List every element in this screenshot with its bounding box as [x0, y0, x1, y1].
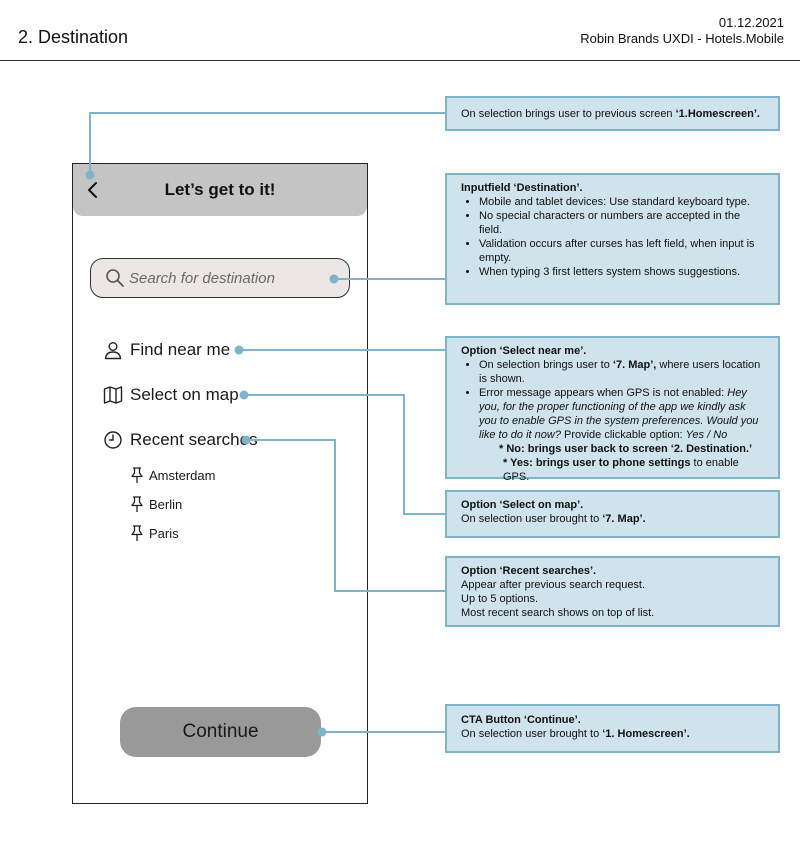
annotation-back: On selection brings user to previous scr… — [445, 96, 780, 131]
search-field[interactable] — [90, 258, 350, 298]
pin-icon — [131, 496, 143, 512]
recent-item[interactable]: Amsterdam — [128, 465, 215, 485]
annotation-select-on-map: Option ‘Select on map’. On selection use… — [445, 490, 780, 538]
clock-icon — [104, 431, 122, 449]
annotation-continue: CTA Button ‘Continue’. On selection user… — [445, 704, 780, 753]
annotation-bold: ‘1.Homescreen’. — [675, 108, 760, 120]
search-input[interactable] — [129, 268, 339, 288]
option-label: Select on map — [130, 385, 239, 404]
annotation-text: On selection user brought to — [461, 513, 603, 525]
annotation-line: Appear after previous search request. — [461, 579, 646, 591]
annotation-item: When typing 3 first letters system shows… — [479, 265, 764, 279]
annotation-line: Up to 5 options. — [461, 593, 539, 605]
option-label: Find near me — [130, 340, 231, 359]
annotation-input-field: Inputfield ‘Destination’. Mobile and tab… — [445, 173, 780, 305]
annotation-text: On selection user brought to — [461, 728, 603, 740]
annotation-item: Mobile and tablet devices: Use standard … — [479, 195, 764, 209]
annotation-item: No special characters or numbers are acc… — [479, 209, 764, 237]
header-author: Robin Brands UXDI - Hotels.Mobile — [580, 31, 784, 46]
annotation-item: Error message appears when GPS is not en… — [479, 386, 764, 442]
app-bar: Let’s get to it! — [73, 164, 367, 216]
annotation-item: On selection brings user to ‘7. Map’, wh… — [479, 358, 764, 386]
option-recent-searches[interactable]: Recent searches — [103, 428, 258, 452]
search-icon — [106, 269, 124, 287]
recent-item-label: Paris — [149, 525, 179, 541]
chevron-left-icon[interactable] — [83, 178, 103, 202]
user-icon — [104, 342, 122, 360]
option-find-near-me[interactable]: Find near me — [103, 338, 230, 362]
annotation-bold: ‘1. Homescreen’. — [602, 728, 690, 740]
recent-item-label: Amsterdam — [149, 467, 216, 483]
recent-item[interactable]: Berlin — [128, 494, 182, 514]
map-icon — [103, 386, 123, 404]
phone-frame: Let’s get to it! Find near me Select on … — [72, 163, 368, 804]
annotation-find-near-me: Option ‘Select near me’. On selection br… — [445, 336, 780, 483]
annotation-recent-searches: Option ‘Recent searches’. Appear after p… — [445, 556, 780, 627]
annotation-item: Validation occurs after curses has left … — [479, 237, 764, 265]
annotation-title: Inputfield ‘Destination’. — [461, 182, 583, 194]
annotation-title: CTA Button ‘Continue’. — [461, 714, 581, 726]
annotation-text: On selection brings user to previous scr… — [461, 108, 676, 120]
page-title: 2. Destination — [18, 27, 129, 47]
continue-button[interactable]: Continue — [120, 707, 321, 757]
annotation-line: Most recent search shows on top of list. — [461, 607, 655, 619]
option-select-on-map[interactable]: Select on map — [103, 383, 239, 407]
annotation-title: Option ‘Select on map’. — [461, 499, 584, 511]
header-date: 01.12.2021 — [718, 15, 784, 30]
annotation-title: Option ‘Recent searches’. — [461, 565, 597, 577]
annotation-title: Option ‘Select near me’. — [461, 345, 587, 357]
option-label: Recent searches — [130, 430, 258, 449]
recent-item[interactable]: Paris — [128, 523, 179, 543]
recent-item-label: Berlin — [149, 496, 183, 512]
screen-title: Let’s get to it! — [164, 180, 276, 199]
annotation-subitem-yes: * Yes: brings user to phone settings to … — [503, 457, 739, 483]
pin-icon — [131, 525, 143, 541]
pin-icon — [131, 467, 143, 483]
annotation-bold: ‘7. Map’. — [602, 513, 646, 525]
annotation-subitem-no: * No: brings user back to screen ‘2. Des… — [499, 443, 753, 455]
header-divider — [0, 60, 800, 61]
